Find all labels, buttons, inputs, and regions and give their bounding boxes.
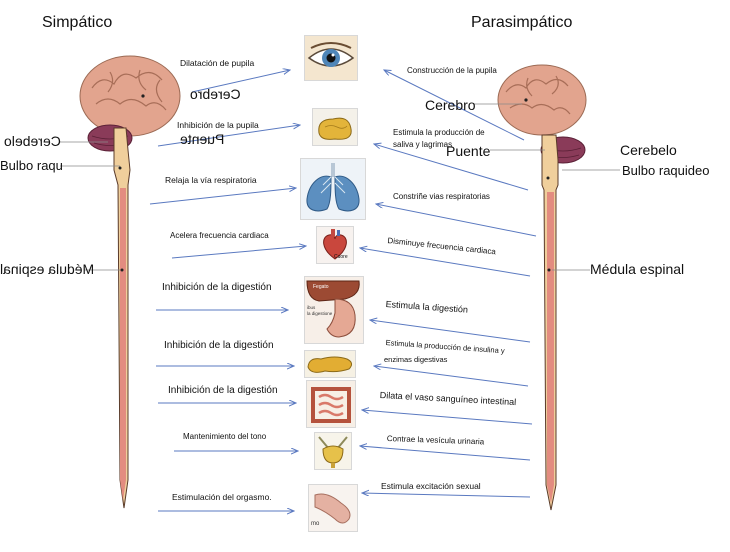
symp-effect-3: Relaja la vía respiratoria [165, 175, 257, 185]
symp-effect-2: Inhibición de la pupila [177, 120, 259, 130]
liver-caption: Fegato [313, 284, 329, 290]
arrow-heart-para [360, 248, 531, 277]
parasympathetic-header: Parasimpático [471, 14, 573, 31]
symp-effect-4: Acelera frecuencia cardiaca [170, 231, 269, 240]
left-label-medulla: Bulbo raqu [0, 158, 63, 173]
lungs-icon [300, 158, 366, 220]
right-label-brain: Cerebro [425, 97, 476, 113]
arrow-saliva-para [374, 144, 529, 191]
left-label-cerebellum: Cerebelo [4, 133, 61, 149]
symp-effect-6: Inhibición de la digestión [164, 340, 274, 351]
left-brain [79, 55, 181, 152]
sympathetic-header: Simpático [42, 14, 113, 31]
para-effect-1: Construcción de la pupila [407, 66, 497, 75]
heart-icon: Cuore [316, 226, 354, 264]
right-label-pons: Puente [446, 143, 491, 159]
intestine-icon [306, 380, 356, 428]
right-label-cerebellum: Cerebelo [620, 142, 677, 158]
left-spinal-cord [113, 127, 131, 509]
arrow-heart-symp [171, 246, 306, 259]
right-spinal-cord [541, 134, 559, 511]
heart-caption: Cuore [334, 254, 348, 260]
arrow-eye-para [384, 70, 525, 141]
right-label-medulla: Bulbo raquideo [622, 163, 710, 178]
arrow-intestine-para [362, 410, 533, 425]
label-leaders [60, 103, 620, 271]
symp-effect-8: Mantenimiento del tono [183, 432, 267, 441]
arrow-insulin-para [374, 366, 529, 387]
arrow-lungs-para [376, 204, 537, 237]
para-effect-2a: Estimula la producción de [393, 128, 485, 137]
arrow-eye-symp [191, 70, 290, 93]
left-label-spinal-cord: Médula espinal [0, 261, 95, 277]
eye-icon [304, 35, 358, 81]
arrow-lungs-symp [149, 188, 296, 205]
pancreas-icon [304, 350, 356, 378]
para-effect-9: Estimula excitación sexual [381, 481, 481, 491]
stomach-caption-2: la digestione [307, 311, 333, 316]
stomach-caption: ibus [307, 305, 316, 310]
symp-effect-1: Dilatación de pupila [180, 58, 255, 68]
genital-icon: mo [308, 484, 358, 532]
para-effect-2b: saliva y lagrimas [393, 140, 453, 149]
sympathetic-arrows [149, 70, 306, 511]
symp-effect-9: Estimulación del orgasmo. [172, 492, 272, 502]
salivary-gland-icon [312, 108, 358, 146]
para-effect-6b: enzimas digestivas [384, 355, 448, 364]
symp-effect-5: Inhibición de la digestión [162, 282, 272, 293]
arrow-saliva-symp [157, 125, 300, 147]
genital-caption: mo [311, 521, 320, 527]
left-label-brain: Cerebro [190, 86, 241, 102]
right-label-spinal-cord: Médula espinal [590, 261, 685, 277]
bladder-icon [314, 432, 352, 470]
parasympathetic-arrows [360, 70, 537, 498]
symp-effect-7: Inhibición de la digestión [168, 385, 278, 396]
arrow-genital-para [362, 493, 531, 498]
liver-stomach-icon: Fegato ibus la digestione [304, 276, 364, 344]
arrow-bladder-para [360, 446, 531, 461]
para-effect-3: Constriñe vias respiratorias [393, 192, 490, 201]
left-label-pons: Puente [180, 131, 225, 147]
arrow-digestion-para [370, 320, 531, 343]
